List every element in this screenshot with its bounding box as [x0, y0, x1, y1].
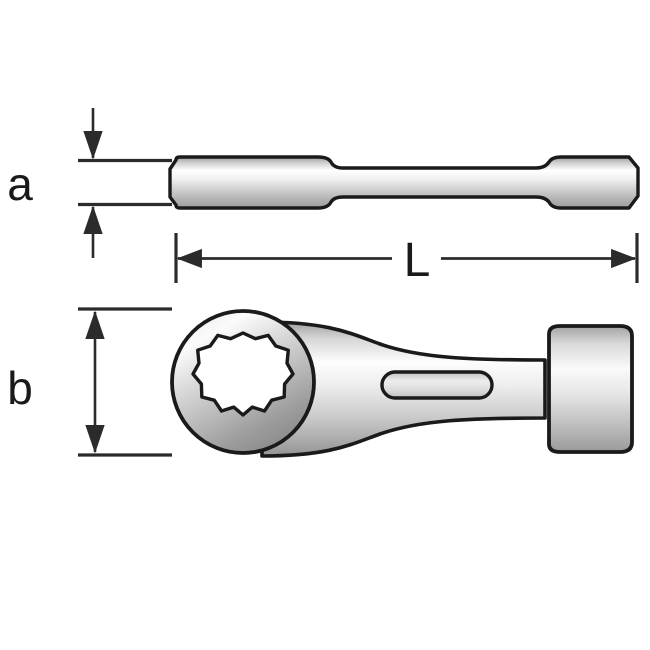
side-profile-view: [168, 155, 640, 210]
dim-L-label: L: [404, 234, 431, 287]
dimension-b: b: [7, 307, 172, 457]
handle-relief-slot: [380, 370, 494, 400]
dim-a-label: a: [7, 158, 33, 210]
ring-bore-12-point: [191, 331, 295, 417]
dim-b-label: b: [7, 362, 33, 414]
dimension-L: L: [174, 233, 639, 287]
side-profile-outline: [168, 155, 640, 210]
dimension-a: a: [7, 108, 172, 258]
striking-pad: [547, 324, 634, 454]
plan-view: [170, 309, 634, 458]
